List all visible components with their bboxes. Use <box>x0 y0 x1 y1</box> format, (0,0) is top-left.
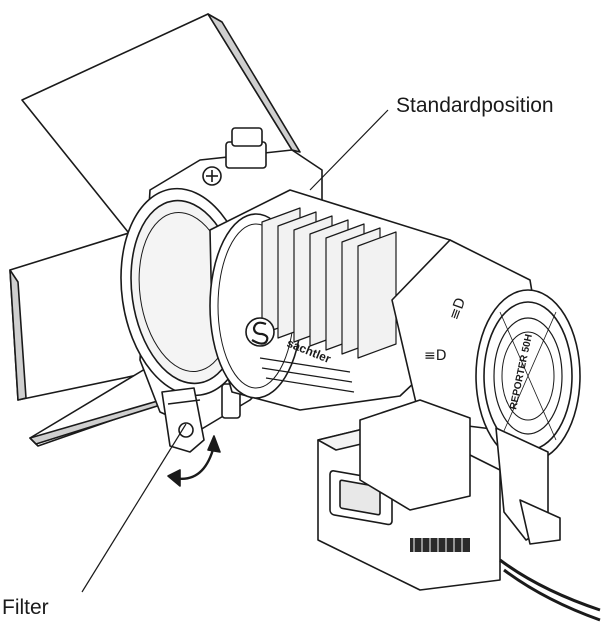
top-knob <box>202 127 267 186</box>
callout-filter: Filter <box>2 596 49 619</box>
leader-line-standard <box>309 109 389 191</box>
bracket <box>495 427 601 622</box>
switch-module <box>317 399 501 591</box>
leader-line-filter <box>81 423 187 593</box>
rear-cylinder <box>391 239 581 463</box>
brand-logo <box>245 317 275 347</box>
filter-holder <box>161 383 241 453</box>
mode-symbol-b: ≡D <box>424 348 447 364</box>
mode-symbol-a: ≡D <box>446 296 469 323</box>
rotation-arrow-icon <box>167 435 221 487</box>
cooling-ribs <box>259 207 397 393</box>
callout-standard-position: Standardposition <box>396 94 554 117</box>
